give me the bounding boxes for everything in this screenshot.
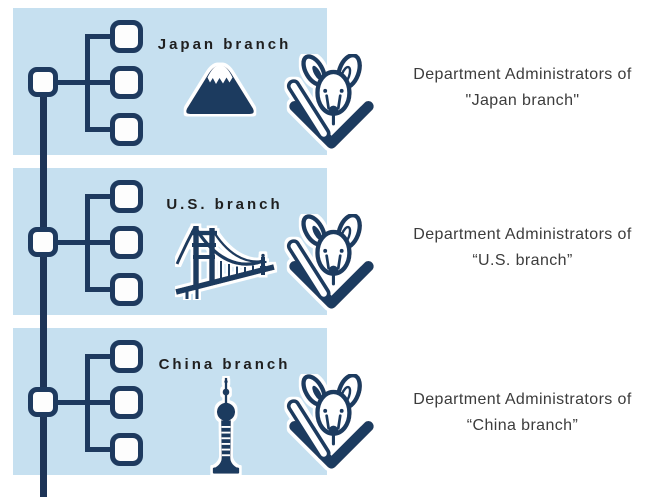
child-node — [110, 340, 143, 373]
branch-label-us: U.S. branch — [166, 196, 283, 213]
root-node — [28, 67, 58, 97]
connector-stub — [87, 127, 112, 132]
connector-stub — [87, 194, 112, 199]
caption-line2: “U.S. branch” — [472, 252, 573, 269]
panel-us-branch: U.S. branch — [13, 168, 327, 315]
caption-china-branch: Department Administrators of “China bran… — [390, 387, 655, 439]
child-node — [110, 433, 143, 466]
connector-bracket — [85, 354, 90, 452]
caption-us-branch: Department Administrators of “U.S. branc… — [390, 222, 655, 274]
caption-line1: Department Administrators of — [413, 66, 632, 83]
child-node — [110, 386, 143, 419]
caption-line2: “China branch” — [466, 417, 579, 434]
child-node — [110, 180, 143, 213]
branch-label-china: China branch — [158, 356, 291, 373]
connector-stub — [87, 287, 112, 292]
connector-stub — [87, 34, 112, 39]
mount-fuji-icon — [183, 60, 257, 118]
caption-japan-branch: Department Administrators of "Japan bran… — [390, 62, 655, 114]
connector-bracket — [85, 34, 90, 132]
panel-china-branch: China branch — [13, 328, 327, 475]
child-node — [110, 113, 143, 146]
root-node — [28, 387, 58, 417]
kangaroo-icon — [283, 214, 380, 311]
root-node — [28, 227, 58, 257]
connector-stub — [87, 447, 112, 452]
caption-line1: Department Administrators of — [413, 226, 632, 243]
connector-line — [56, 400, 110, 405]
child-node — [110, 226, 143, 259]
child-node — [110, 66, 143, 99]
caption-line1: Department Administrators of — [413, 391, 632, 408]
kangaroo-icon — [283, 374, 380, 471]
oriental-pearl-tower-icon — [205, 376, 247, 476]
child-node — [110, 20, 143, 53]
connector-stub — [87, 354, 112, 359]
caption-line2: "Japan branch" — [465, 92, 580, 109]
child-node — [110, 273, 143, 306]
kangaroo-icon — [283, 54, 380, 151]
branch-label-japan: Japan branch — [157, 36, 292, 53]
connector-line — [56, 240, 110, 245]
golden-gate-bridge-icon — [175, 218, 280, 300]
connector-bracket — [85, 194, 90, 292]
org-trunk-line — [40, 82, 47, 497]
connector-line — [56, 80, 110, 85]
panel-japan-branch: Japan branch — [13, 8, 327, 155]
